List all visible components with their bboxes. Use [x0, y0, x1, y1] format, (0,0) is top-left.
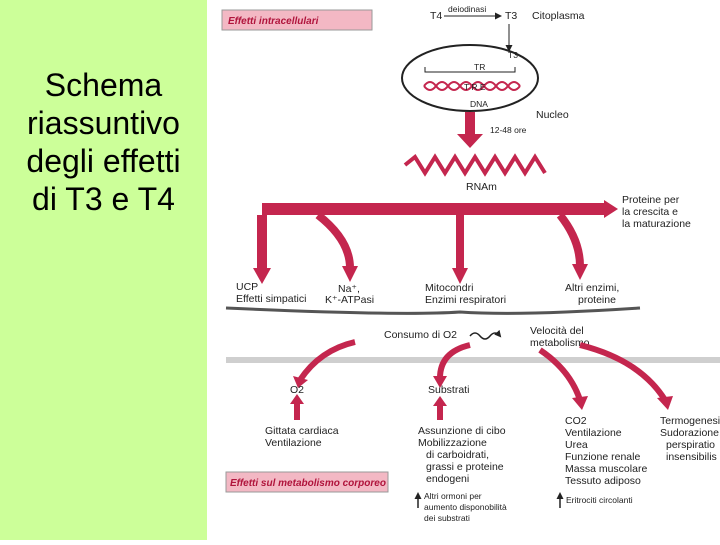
arrowhead-proteins — [604, 200, 618, 218]
slide-title: Schema riassuntivo degli effetti di T3 e… — [0, 66, 207, 218]
gittata-line-2: Ventilazione — [265, 437, 322, 449]
convergence-brace — [226, 308, 640, 313]
co2-line-4: Funzione renale — [565, 451, 640, 463]
arrowhead-enzymes — [572, 264, 588, 280]
separator-band — [226, 357, 720, 363]
assunzione-line-5: endogeni — [426, 473, 469, 485]
altri-ormoni-line-3: dei substrati — [424, 513, 470, 523]
dna-label: DNA — [470, 99, 488, 109]
arrowhead-co2 — [572, 396, 588, 410]
consumo-label: Consumo di O2 — [384, 329, 457, 341]
arrow-to-atpase — [318, 215, 350, 268]
t3-label: T3 — [505, 10, 517, 22]
footer-label: Effetti sul metabolismo corporeo — [230, 478, 386, 489]
proteine-line-2: la crescita e — [622, 206, 678, 218]
gittata-line-1: Gittata cardiaca — [265, 425, 339, 437]
co2-line-1: CO2 — [565, 415, 587, 427]
left-panel: Schema riassuntivo degli effetti di T3 e… — [0, 0, 207, 540]
assunzione-line-2: Mobilizzazione — [418, 437, 487, 449]
diagram-svg: Effetti intracellulari T4 deiodinasi T3 … — [207, 0, 720, 540]
tre-label: T R E — [464, 82, 486, 92]
co2-line-6: Tessuto adiposo — [565, 475, 641, 487]
distribution-bar — [262, 203, 598, 215]
arrowhead-atpase — [342, 266, 358, 282]
termo-line-3: perspiratio — [666, 439, 715, 451]
co2-line-3: Urea — [565, 439, 588, 451]
deiodinasi-label: deiodinasi — [448, 4, 486, 14]
mito-line-1: Mitocondri — [425, 282, 473, 294]
arrowhead-termogenesi — [657, 396, 673, 410]
altri-ormoni-line-2: aumento disponobilità — [424, 502, 507, 512]
tr-receptor — [425, 67, 515, 72]
velocita-line-1: Velocità del — [530, 325, 584, 337]
assunzione-line-4: grassi e proteine — [426, 461, 504, 473]
wave-arrow — [470, 333, 500, 339]
proteine-line-3: la maturazione — [622, 218, 691, 230]
termo-line-2: Sudorazione, — [660, 427, 720, 439]
arrow-to-termogenesi — [580, 345, 665, 400]
ucp-line-1: UCP — [236, 281, 258, 293]
time-label: 12-48 ore — [490, 125, 527, 135]
enzimi-line-1: Altri enzimi, — [565, 282, 619, 294]
ucp-line-2: Effetti simpatici — [236, 293, 306, 305]
termo-line-4: insensibilis — [666, 451, 717, 463]
t4-label: T4 — [430, 10, 442, 22]
enzimi-line-2: proteine — [578, 294, 616, 306]
termo-line-1: Termogenesi — [660, 415, 720, 427]
proteine-line-1: Proteine per — [622, 194, 680, 206]
transcription-arrow — [457, 112, 483, 148]
arrow-to-enzymes — [560, 215, 580, 266]
thyroid-effects-diagram: Effetti intracellulari T4 deiodinasi T3 … — [207, 0, 720, 540]
eritrociti-label: Eritrociti circolanti — [566, 495, 633, 505]
header-label: Effetti intracellulari — [228, 16, 319, 27]
altri-ormoni-line-1: Altri ormoni per — [424, 491, 482, 501]
arrowhead-substrati-up — [433, 396, 447, 406]
nucleo-label: Nucleo — [536, 109, 569, 121]
assunzione-line-3: di carboidrati, — [426, 449, 489, 461]
substrati-label: Substrati — [428, 384, 469, 396]
mito-line-2: Enzimi respiratori — [425, 294, 506, 306]
co2-line-2: Ventilazione — [565, 427, 622, 439]
rnam-label: RNAm — [466, 181, 497, 193]
atpase-line-2: K⁺-ATPasi — [325, 294, 374, 306]
assunzione-line-1: Assunzione di cibo — [418, 425, 506, 437]
co2-line-5: Massa muscolare — [565, 463, 647, 475]
mrna-strand — [405, 157, 545, 173]
tr-label: TR — [474, 62, 485, 72]
citoplasma-label: Citoplasma — [532, 10, 585, 22]
